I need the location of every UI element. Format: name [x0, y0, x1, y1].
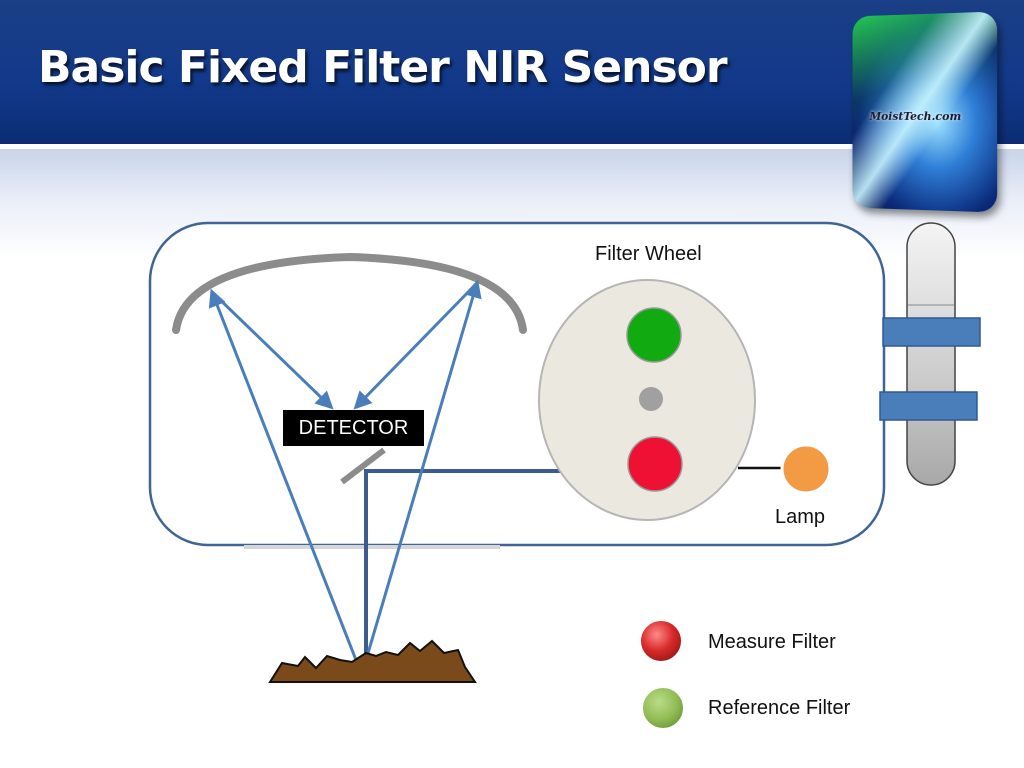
lamp-bulb: [780, 443, 832, 495]
sample-material: [268, 639, 477, 683]
sensor-housing: [148, 221, 886, 547]
bracket-clamp-top: [882, 317, 981, 347]
slide-title: Basic Fixed Filter NIR Sensor: [38, 42, 728, 93]
reference-filter-on-wheel: [626, 307, 682, 363]
detector-label: DETECTOR: [298, 416, 409, 439]
legend-measure-swatch: [639, 619, 683, 663]
measure-filter-on-wheel: [627, 436, 683, 492]
wheel-hub: [639, 387, 663, 411]
ray-left-up: [208, 288, 358, 661]
light-path: [364, 469, 655, 660]
mounting-tube: [906, 222, 956, 486]
ray-right-up: [364, 279, 482, 661]
beam-splitter: [340, 447, 386, 485]
legend-reference-label: Reference Filter: [708, 697, 851, 719]
lamp-label: Lamp: [775, 506, 826, 528]
ray-left-down: [210, 290, 334, 410]
legend-measure-label: Measure Filter: [708, 631, 836, 653]
detector: DETECTOR: [283, 410, 424, 446]
ray-right-down: [353, 281, 479, 410]
curved-mirror: [172, 252, 527, 334]
header-divider: [0, 144, 1024, 149]
legend-reference-swatch: [641, 686, 685, 730]
filter-wheel-label: Filter Wheel: [595, 243, 702, 265]
bracket-clamp-bottom: [879, 391, 978, 421]
